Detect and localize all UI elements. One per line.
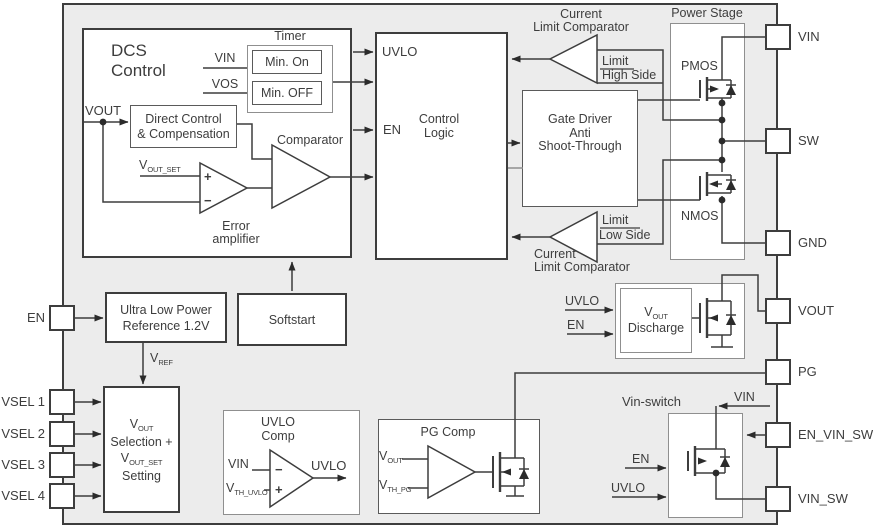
pg-comp-vout-label: VOUT <box>379 449 403 466</box>
vout-discharge-line1: VOUT <box>644 305 668 321</box>
pin-vin-label: VIN <box>798 29 820 44</box>
direct-control-line1: Direct Control <box>145 111 222 126</box>
min-on-block: Min. On <box>252 50 322 74</box>
uvlo-comp-plus-sign: + <box>275 482 283 497</box>
uvlo-output-label: UVLO <box>311 458 347 473</box>
vos-signal-label: VOS <box>211 77 239 91</box>
reference-block: Ultra Low Power Reference 1.2V <box>105 292 227 343</box>
pin-vsel3 <box>49 452 75 478</box>
limit-low-label: Limit <box>602 213 629 227</box>
vout-sel-line3: VOUT_SET <box>120 450 163 467</box>
pin-en-label: EN <box>26 310 45 325</box>
pin-gnd <box>765 230 791 256</box>
pin-pg <box>765 359 791 385</box>
vin-switch-uvlo-label: UVLO <box>611 481 646 495</box>
pin-pg-label: PG <box>798 364 817 379</box>
vout-sel-line2: Selection + <box>110 434 173 449</box>
pin-vin-sw-label: VIN_SW <box>798 491 848 506</box>
pg-comp-title: PG Comp <box>420 425 476 439</box>
pmos-label: PMOS <box>681 59 718 73</box>
vout-discharge-line2: Discharge <box>627 321 685 335</box>
high-side-label: High Side <box>602 68 657 82</box>
nmos-label: NMOS <box>681 209 719 223</box>
pin-vsel1-label: VSEL 1 <box>1 394 45 409</box>
erramp-minus-sign: − <box>204 193 212 208</box>
pin-vout-label: VOUT <box>798 303 835 318</box>
pin-vout <box>765 298 791 324</box>
control-logic-en-label: EN <box>383 122 402 137</box>
vin-switch-title: Vin-switch <box>622 394 682 409</box>
pg-comp-vth-label: VTH_PG <box>379 478 412 495</box>
direct-control-block: Direct Control & Compensation <box>130 105 237 148</box>
softstart-label: Softstart <box>268 312 316 327</box>
control-logic-block <box>375 32 508 260</box>
min-on-label: Min. On <box>265 54 309 69</box>
pin-en-vin-sw <box>765 422 791 448</box>
vout-selection-block: VOUT Selection + VOUT_SET Setting <box>103 386 180 513</box>
pin-vsel3-label: VSEL 3 <box>1 457 45 472</box>
uvlo-comp-block <box>223 410 360 515</box>
pin-vsel4-label: VSEL 4 <box>1 488 45 503</box>
reference-line1: Ultra Low Power <box>120 302 212 317</box>
timer-label: Timer <box>274 29 306 43</box>
pin-vin <box>765 24 791 50</box>
power-stage-title: Power Stage <box>671 6 743 20</box>
min-off-label: Min. OFF <box>260 85 314 100</box>
low-side-label: Low Side <box>599 228 651 242</box>
softstart-block: Softstart <box>237 293 347 346</box>
erramp-plus-sign: + <box>204 169 212 184</box>
limit-high-label: Limit <box>602 54 629 68</box>
discharge-en-label: EN <box>567 318 585 332</box>
pin-vin-sw <box>765 486 791 512</box>
junction-dots <box>99 99 726 477</box>
vout-signal-label: VOUT <box>85 103 122 118</box>
comparator-label: Comparator <box>277 133 343 147</box>
pin-vsel2 <box>49 421 75 447</box>
pin-vsel4 <box>49 483 75 509</box>
vout-sel-line4: Setting <box>122 468 161 483</box>
vout-sel-line1: VOUT <box>129 416 154 433</box>
pin-sw <box>765 128 791 154</box>
pin-gnd-label: GND <box>798 235 827 250</box>
reference-line2: Reference 1.2V <box>122 318 210 333</box>
vout-discharge-inner: VOUT Discharge <box>620 288 692 353</box>
control-logic-uvlo-label: UVLO <box>382 44 418 59</box>
pin-sw-label: SW <box>798 133 819 148</box>
vin-switch-block <box>668 413 743 518</box>
direct-control-line2: & Compensation <box>137 126 230 141</box>
vout-set-label: VOUT_SET <box>139 158 181 175</box>
vin-switch-en-label: EN <box>632 452 650 466</box>
gate-driver-block <box>522 90 638 207</box>
pin-en-vin-sw-label: EN_VIN_SW <box>798 427 874 442</box>
uvlo-comp-minus-sign: − <box>275 462 283 477</box>
vin-switch-vin-label: VIN <box>734 390 755 404</box>
pin-vsel1 <box>49 389 75 415</box>
pin-vsel2-label: VSEL 2 <box>1 426 45 441</box>
vin-signal-label: VIN <box>214 51 236 65</box>
min-off-block: Min. OFF <box>252 81 322 105</box>
vref-label: VREF <box>150 351 173 368</box>
discharge-uvlo-label: UVLO <box>565 294 600 308</box>
uvlo-comp-vth-label: VTH_UVLO <box>226 481 268 498</box>
uvlo-comp-vin-label: VIN <box>228 457 249 471</box>
pg-comp-block <box>378 419 540 514</box>
pin-en <box>49 305 75 331</box>
